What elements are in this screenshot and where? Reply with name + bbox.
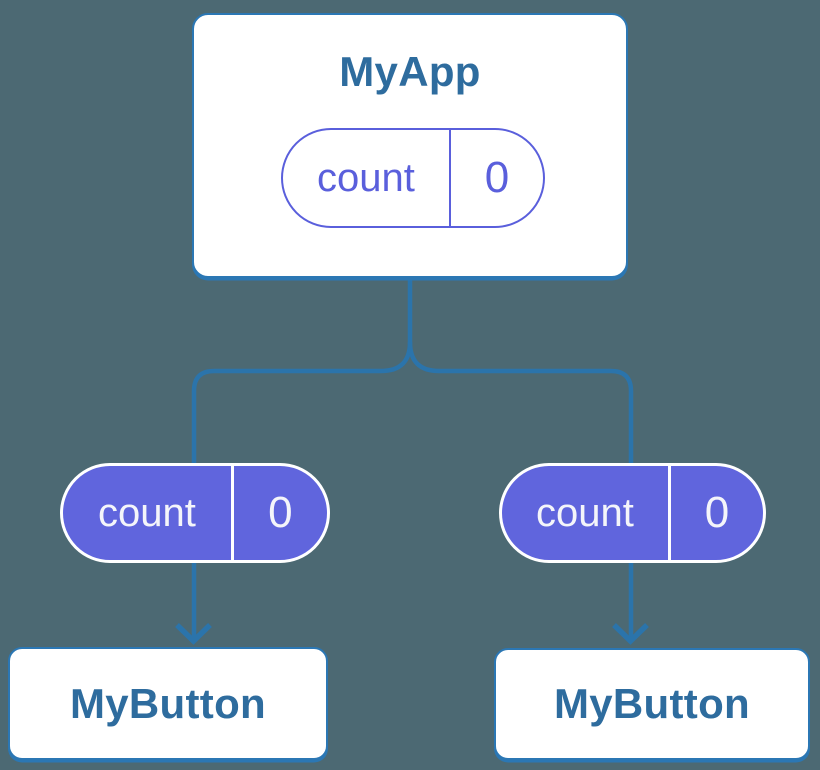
state-name-label: count (317, 155, 415, 200)
arrow-down-icon (175, 623, 212, 645)
child-component-card-right: MyButton (494, 648, 810, 760)
parent-component-card: MyApp count 0 (192, 13, 628, 278)
prop-pill-right: count 0 (499, 463, 766, 563)
child-component-title: MyButton (69, 679, 266, 727)
prop-name-label: count (536, 490, 634, 535)
state-value-label: 0 (448, 130, 543, 226)
child-component-title: MyButton (553, 680, 750, 727)
parent-state-pill: count 0 (281, 128, 545, 228)
prop-pill-left: count 0 (60, 463, 330, 563)
parent-component-title: MyApp (339, 48, 481, 95)
prop-name-label: count (97, 490, 196, 535)
child-component-card-left: MyButton (8, 647, 328, 760)
arrow-down-icon (612, 623, 649, 645)
prop-value-label: 0 (230, 466, 327, 560)
prop-value-label: 0 (667, 466, 763, 560)
connector-path-right (407, 341, 634, 638)
connector-path-left (191, 279, 413, 638)
